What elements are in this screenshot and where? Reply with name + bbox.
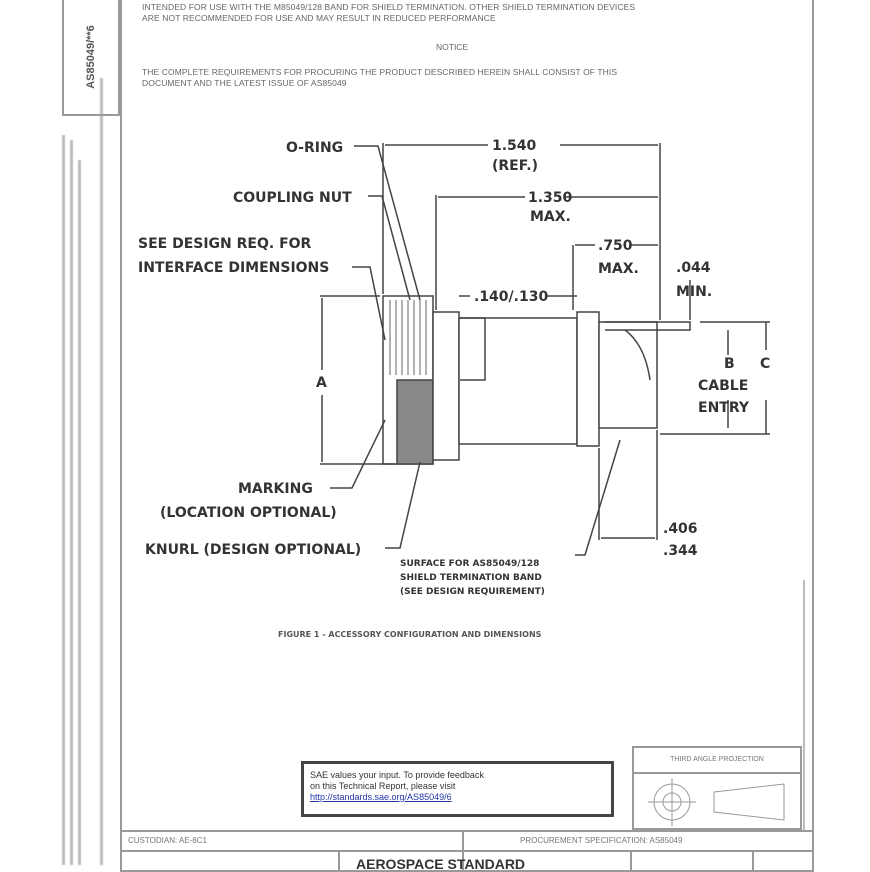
label-see-design-req: (SEE DESIGN REQUIREMENT) — [400, 587, 545, 597]
dim-750: .750 — [598, 238, 633, 254]
section-cut — [605, 321, 691, 331]
section-cut — [460, 317, 486, 381]
dim-1350: 1.350 — [528, 190, 573, 206]
label-location-optional: (LOCATION OPTIONAL) — [160, 505, 337, 521]
notice-line: DOCUMENT AND THE LATEST ISSUE OF AS85049 — [142, 78, 347, 88]
projection-title: THIRD ANGLE PROJECTION — [634, 748, 800, 774]
dim-044: .044 — [676, 260, 711, 276]
projection-box: THIRD ANGLE PROJECTION — [632, 746, 802, 830]
knurl-shape — [396, 379, 434, 465]
intro-line: INTENDED FOR USE WITH THE M85049/128 BAN… — [142, 2, 636, 12]
o-ring-shape — [432, 311, 460, 461]
dim-406: .406 — [663, 521, 698, 537]
margin-legal-text — [100, 78, 103, 865]
margin-legal-text — [78, 160, 81, 865]
intro-line: ARE NOT RECOMMENDED FOR USE AND MAY RESU… — [142, 13, 496, 23]
notice-paragraph: THE COMPLETE REQUIREMENTS FOR PROCURING … — [142, 67, 617, 89]
band-surface-shape — [598, 321, 658, 429]
label-coupling-nut: COUPLING NUT — [233, 190, 352, 206]
label-entry: ENTRY — [698, 400, 750, 416]
label-c: C — [760, 356, 770, 372]
coupling-nut-ridges — [389, 300, 427, 375]
margin-legal-text — [62, 135, 65, 865]
section-cut — [624, 329, 651, 381]
notice-heading: NOTICE — [436, 42, 469, 52]
feedback-box: SAE values your input. To provide feedba… — [301, 761, 614, 817]
dim-750-note: MAX. — [598, 261, 639, 277]
dim-1540-note: (REF.) — [492, 158, 538, 174]
dimension-lines — [320, 143, 770, 540]
procurement-spec: PROCUREMENT SPECIFICATION: AS85049 — [520, 836, 683, 845]
margin-legal-text — [70, 140, 73, 865]
dim-1350-note: MAX. — [530, 209, 571, 225]
aerospace-standard-heading: AEROSPACE STANDARD — [356, 856, 526, 872]
shoulder-shape — [576, 311, 600, 447]
label-shield-band: SHIELD TERMINATION BAND — [400, 573, 542, 583]
title-block-divider — [752, 850, 754, 870]
title-block-divider — [338, 850, 340, 870]
document-number-box: AS85049/**6 — [62, 0, 120, 116]
label-marking: MARKING — [238, 481, 313, 497]
dim-344: .344 — [663, 543, 698, 559]
label-a: A — [316, 375, 327, 391]
label-b: B — [724, 356, 735, 372]
label-o-ring: O-RING — [286, 140, 343, 156]
figure-caption: FIGURE 1 - ACCESSORY CONFIGURATION AND D… — [278, 630, 542, 639]
dim-140-130: .140/.130 — [474, 289, 548, 305]
intro-paragraph: INTENDED FOR USE WITH THE M85049/128 BAN… — [142, 2, 635, 24]
feedback-link[interactable]: http://standards.sae.org/AS85049/6 — [310, 792, 452, 802]
title-block-divider — [120, 830, 814, 832]
leader-lines — [330, 145, 621, 556]
label-interface-dimensions: INTERFACE DIMENSIONS — [138, 260, 329, 276]
notice-line: THE COMPLETE REQUIREMENTS FOR PROCURING … — [142, 67, 618, 77]
feedback-text: SAE values your input. To provide feedba… — [310, 770, 484, 780]
custodian-label: CUSTODIAN: AE-8C1 — [128, 836, 207, 845]
body-shape — [458, 317, 578, 445]
label-surface: SURFACE FOR AS85049/128 — [400, 559, 539, 569]
label-see-design: SEE DESIGN REQ. FOR — [138, 236, 312, 252]
label-cable: CABLE — [698, 378, 748, 394]
label-knurl: KNURL (DESIGN OPTIONAL) — [145, 542, 361, 558]
title-block-divider — [120, 850, 814, 852]
third-angle-projection-icon — [648, 778, 785, 826]
title-block-divider — [630, 850, 632, 870]
dim-044-note: MIN. — [676, 284, 712, 300]
dim-1540: 1.540 — [492, 138, 537, 154]
feedback-text: on this Technical Report, please visit — [310, 781, 456, 791]
revision-divider — [803, 580, 805, 830]
